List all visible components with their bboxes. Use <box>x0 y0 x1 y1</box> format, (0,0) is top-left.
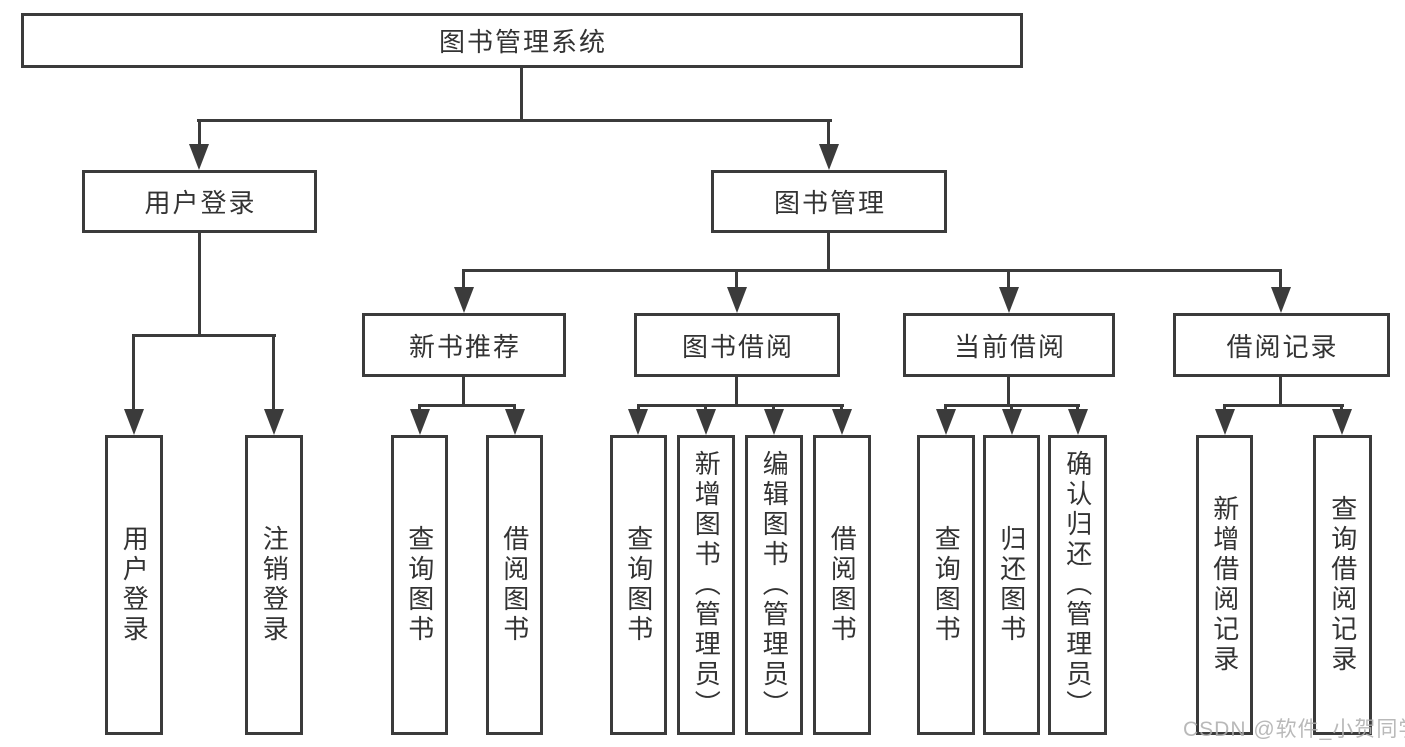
arrowhead-edit-book-admin-icon <box>764 409 784 435</box>
arrowhead-book-borrow-icon <box>727 287 747 313</box>
connector-drop-edit-book-admin <box>772 404 775 412</box>
node-book-management: 图书管理 <box>711 170 947 233</box>
arrowhead-return-book-icon <box>1002 409 1022 435</box>
connector-drop-leaf-logout <box>272 334 275 412</box>
node-leaf-edit-book-admin: 编辑图书（管理员） <box>745 435 803 735</box>
arrowhead-leaf-logout-icon <box>264 409 284 435</box>
node-leaf-borrow-book-2-label: 借阅图书 <box>827 525 858 645</box>
node-leaf-logout-label: 注销登录 <box>259 525 290 645</box>
arrowhead-add-borrow-record-icon <box>1215 409 1235 435</box>
connector-user-login-rail <box>132 334 276 337</box>
arrowhead-query-borrow-record-icon <box>1332 409 1352 435</box>
node-borrow-records: 借阅记录 <box>1173 313 1390 377</box>
arrowhead-confirm-return-admin-icon <box>1068 409 1088 435</box>
connector-book-borrow-stem <box>735 377 738 407</box>
node-book-management-label: 图书管理 <box>773 188 886 218</box>
node-leaf-return-book: 归还图书 <box>983 435 1040 735</box>
node-leaf-query-book-3-label: 查询图书 <box>931 525 962 645</box>
connector-drop-confirm-return-admin <box>1076 404 1079 412</box>
node-leaf-query-book-2: 查询图书 <box>610 435 667 735</box>
node-root-label: 图书管理系统 <box>438 27 607 57</box>
node-new-book-recommend: 新书推荐 <box>362 313 566 377</box>
node-book-borrow-label: 图书借阅 <box>681 331 794 362</box>
node-leaf-add-borrow-record: 新增借阅记录 <box>1196 435 1253 735</box>
node-leaf-add-book-admin: 新增图书（管理员） <box>677 435 735 735</box>
connector-drop-current-borrow <box>1007 269 1010 292</box>
node-leaf-query-borrow-record-label: 查询借阅记录 <box>1327 495 1358 675</box>
node-borrow-records-label: 借阅记录 <box>1226 331 1339 362</box>
node-new-book-recommend-label: 新书推荐 <box>408 331 521 362</box>
connector-drop-query-borrow-record <box>1340 404 1343 412</box>
node-leaf-borrow-book-2: 借阅图书 <box>813 435 871 735</box>
arrowhead-new-book-recommend-icon <box>454 287 474 313</box>
arrowhead-borrow-records-icon <box>1271 287 1291 313</box>
connector-drop-add-borrow-record <box>1223 404 1226 412</box>
node-current-borrow-label: 当前借阅 <box>953 331 1066 362</box>
arrowhead-query-book-1-icon <box>410 409 430 435</box>
connector-drop-query-book-1 <box>418 404 421 412</box>
connector-drop-borrow-records <box>1279 269 1282 292</box>
node-leaf-query-book-1: 查询图书 <box>391 435 448 735</box>
connector-level1-rail <box>197 119 832 122</box>
connector-drop-borrow-book-2 <box>840 404 843 412</box>
node-leaf-confirm-return-admin: 确认归还（管理员） <box>1048 435 1107 735</box>
connector-new-book-recommend-rail <box>418 404 516 407</box>
node-leaf-user-login-label: 用户登录 <box>119 525 150 645</box>
node-root: 图书管理系统 <box>21 13 1023 68</box>
connector-drop-query-book-3 <box>944 404 947 412</box>
arrowhead-query-book-2-icon <box>628 409 648 435</box>
connector-drop-user-login <box>198 119 201 147</box>
connector-book-management-stem <box>827 233 830 272</box>
node-leaf-add-borrow-record-label: 新增借阅记录 <box>1209 495 1240 675</box>
node-leaf-borrow-book-1: 借阅图书 <box>486 435 543 735</box>
connector-drop-add-book-admin <box>704 404 707 412</box>
arrowhead-user-login-icon <box>189 144 209 170</box>
arrowhead-add-book-admin-icon <box>696 409 716 435</box>
arrowhead-borrow-book-1-icon <box>505 409 525 435</box>
connector-new-book-recommend-stem <box>462 377 465 407</box>
arrowhead-leaf-user-login-icon <box>124 409 144 435</box>
arrowhead-book-management-icon <box>819 144 839 170</box>
node-leaf-return-book-label: 归还图书 <box>996 525 1027 645</box>
connector-book-borrow-rail <box>637 404 844 407</box>
arrowhead-borrow-book-2-icon <box>832 409 852 435</box>
node-leaf-query-borrow-record: 查询借阅记录 <box>1313 435 1372 735</box>
node-user-login: 用户登录 <box>82 170 317 233</box>
node-leaf-query-book-1-label: 查询图书 <box>404 525 435 645</box>
connector-drop-new-book-recommend <box>462 269 465 292</box>
connector-drop-book-borrow <box>735 269 738 292</box>
connector-drop-borrow-book-1 <box>513 404 516 412</box>
arrowhead-query-book-3-icon <box>936 409 956 435</box>
node-current-borrow: 当前借阅 <box>903 313 1115 377</box>
connector-drop-leaf-user-login <box>132 334 135 412</box>
connector-borrow-records-stem <box>1279 377 1282 407</box>
connector-root-stem <box>520 68 523 122</box>
node-leaf-add-book-admin-label: 新增图书（管理员） <box>691 450 722 720</box>
node-leaf-edit-book-admin-label: 编辑图书（管理员） <box>759 450 790 720</box>
connector-current-borrow-stem <box>1007 377 1010 407</box>
connector-level2-rail <box>462 269 1282 272</box>
node-leaf-borrow-book-1-label: 借阅图书 <box>499 525 530 645</box>
arrowhead-current-borrow-icon <box>999 287 1019 313</box>
connector-drop-book-management <box>827 119 830 147</box>
connector-drop-query-book-2 <box>637 404 640 412</box>
connector-user-login-stem <box>198 233 201 337</box>
node-user-login-label: 用户登录 <box>144 188 257 218</box>
node-leaf-confirm-return-admin-label: 确认归还（管理员） <box>1062 450 1093 720</box>
node-leaf-logout: 注销登录 <box>245 435 303 735</box>
node-leaf-query-book-3: 查询图书 <box>917 435 975 735</box>
connector-drop-return-book <box>1010 404 1013 412</box>
csdn-watermark: CSDN @软件_小贺同学 <box>1183 718 1405 741</box>
connector-borrow-records-rail <box>1223 404 1344 407</box>
node-book-borrow: 图书借阅 <box>634 313 840 377</box>
node-leaf-user-login: 用户登录 <box>105 435 163 735</box>
node-leaf-query-book-2-label: 查询图书 <box>623 525 654 645</box>
